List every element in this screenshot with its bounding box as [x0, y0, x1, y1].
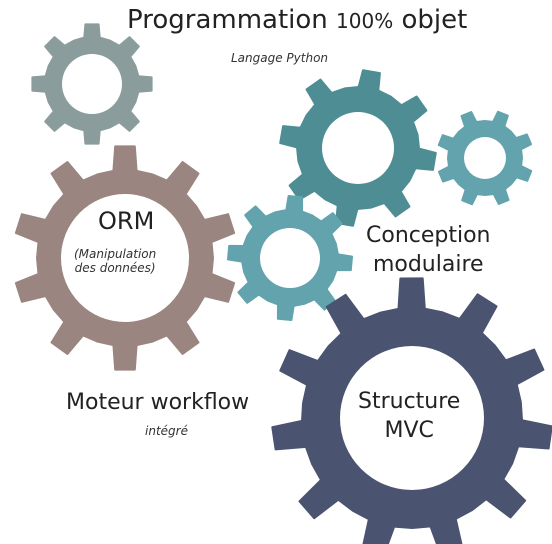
structure-line1: Structure — [358, 389, 461, 414]
orm-sub-line2: des données) — [74, 260, 156, 275]
orm-label: ORM — [98, 207, 155, 235]
gear-grey-small-hole — [62, 54, 122, 114]
moteur-label: Moteur workflow — [66, 390, 250, 415]
gear-teal-large-hole — [322, 112, 394, 184]
structure-label: Structure MVC — [358, 387, 460, 445]
gear-teal-mid-hole — [260, 228, 320, 288]
gear-navy-mvc-hole — [340, 346, 484, 490]
conception-line1: Conception — [366, 223, 491, 248]
moteur-sublabel: intégré — [145, 424, 188, 438]
orm-sublabel: (Manipulation des données) — [74, 247, 157, 276]
structure-line2: MVC — [384, 418, 434, 444]
conception-label: Conception modulaire — [366, 222, 491, 279]
gears-group — [14, 23, 552, 544]
orm-sub-line1: (Manipulation — [74, 247, 157, 261]
main-title: Programmation 100% objet — [127, 5, 468, 36]
title-tail: objet — [401, 5, 468, 35]
subtitle: Langage Python — [231, 51, 329, 65]
conception-line2: modulaire — [372, 251, 484, 277]
gear-teal-small-hole — [464, 137, 506, 179]
title-percent: 100% — [336, 9, 394, 33]
gear-mauve-orm-hole — [61, 194, 189, 322]
title-main: Programmation — [127, 5, 328, 35]
